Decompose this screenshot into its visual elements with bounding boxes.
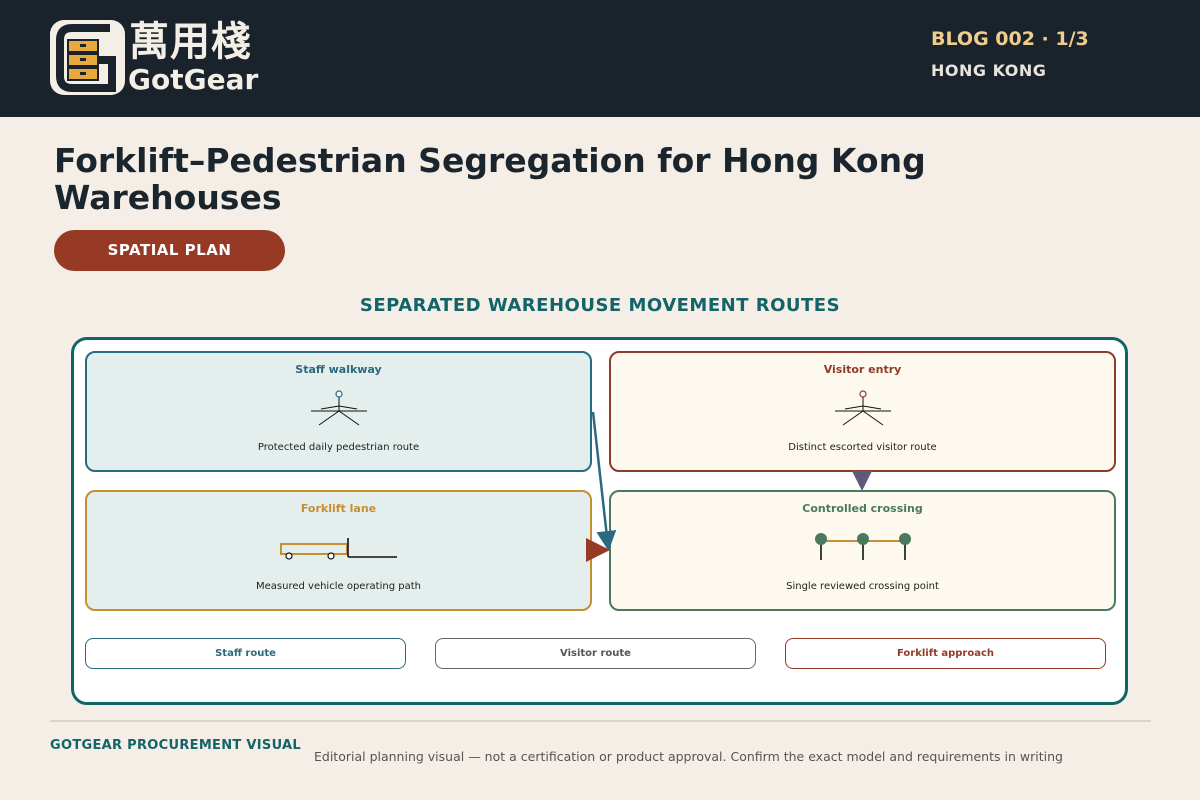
zone-description: Single reviewed crossing point	[786, 581, 939, 592]
page-title: Forklift–Pedestrian Segregation for Hong…	[54, 141, 926, 217]
forklift-icon	[279, 536, 399, 570]
blog-id: BLOG 002 · 1/3	[931, 28, 1089, 50]
zone-title: Controlled crossing	[802, 502, 923, 515]
zone-title: Staff walkway	[295, 363, 382, 376]
pedestrian-icon	[309, 389, 369, 433]
zone-staff-walkway: Staff walkway Protected daily pedestrian…	[85, 351, 592, 472]
footer-divider	[50, 720, 1151, 722]
zone-title: Visitor entry	[823, 363, 902, 376]
location-label: HONG KONG	[931, 61, 1047, 80]
brand-logo[interactable]: 萬用棧 GotGear	[50, 19, 260, 96]
category-tag: SPATIAL PLAN	[54, 230, 285, 271]
footer-brand: GOTGEAR PROCUREMENT VISUAL	[50, 738, 301, 753]
zone-description: Measured vehicle operating path	[256, 581, 421, 592]
header-bar: 萬用棧 GotGear BLOG 002 · 1/3 HONG KONG	[0, 0, 1200, 117]
logo-text-en: GotGear	[128, 63, 259, 96]
logo-text-cn: 萬用棧	[129, 19, 252, 65]
zone-description: Distinct escorted visitor route	[788, 442, 937, 453]
diagram-title: SEPARATED WAREHOUSE MOVEMENT ROUTES	[359, 295, 841, 316]
legend-visitor-route: Visitor route	[435, 638, 756, 669]
drawer-cabinet-icon	[50, 20, 125, 95]
footer-disclaimer: Editorial planning visual — not a certif…	[314, 749, 1063, 764]
legend-forklift-approach: Forklift approach	[785, 638, 1106, 669]
zone-controlled-crossing: Controlled crossing Single reviewed cros…	[609, 490, 1116, 611]
zone-title: Forklift lane	[300, 502, 377, 515]
barrier-posts-icon	[813, 532, 913, 566]
pedestrian-icon	[833, 389, 893, 433]
zone-visitor-entry: Visitor entry Distinct escorted visitor …	[609, 351, 1116, 472]
zone-description: Protected daily pedestrian route	[257, 442, 420, 453]
zone-forklift-lane: Forklift lane Measured vehicle operating…	[85, 490, 592, 611]
legend-staff-route: Staff route	[85, 638, 406, 669]
